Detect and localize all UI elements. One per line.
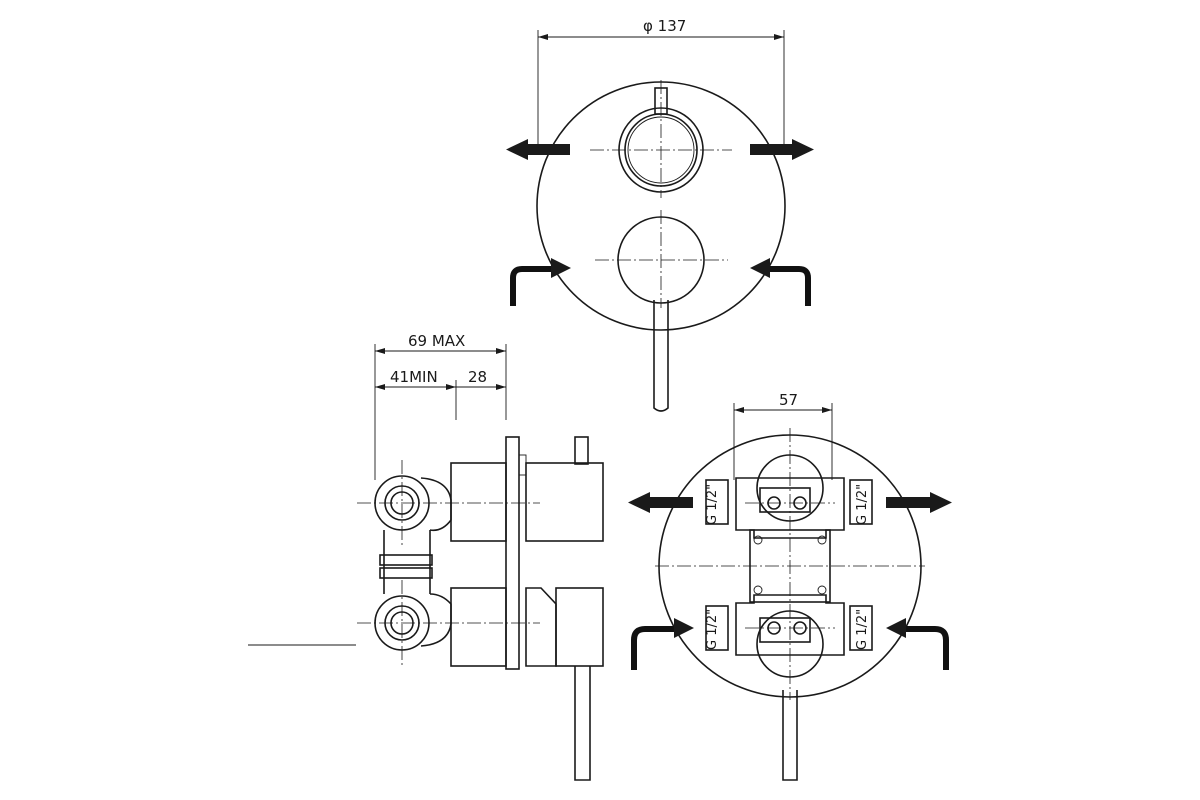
min-depth-label: 41MIN [390,368,438,386]
outlet-arrow-icon [628,492,693,513]
side-view: 69 MAX 41MIN 28 [248,332,604,781]
connection-label-bottom-right: G 1/2" [855,609,870,650]
max-depth-label: 69 MAX [408,332,465,350]
connection-label-top-left: G 1/2" [705,484,720,525]
connection-label-bottom-left: G 1/2" [705,609,720,650]
plate-depth-label: 28 [468,368,487,386]
connection-label-top-right: G 1/2" [855,484,870,525]
diameter-label: φ 137 [643,17,686,35]
inlet-spacing-label: 57 [779,391,798,409]
inlet-arrow-icon [886,618,949,670]
outlet-arrow-icon [886,492,952,513]
inlet-arrow-icon [631,618,694,670]
inlet-arrow-icon [750,258,811,306]
front-view: φ 137 [506,17,814,412]
outlet-arrow-icon [750,139,814,160]
inlet-arrow-icon [510,258,571,306]
outlet-arrow-icon [506,139,570,160]
back-view: 57 G 1/2" G 1/2" G 1/2" [628,391,952,781]
